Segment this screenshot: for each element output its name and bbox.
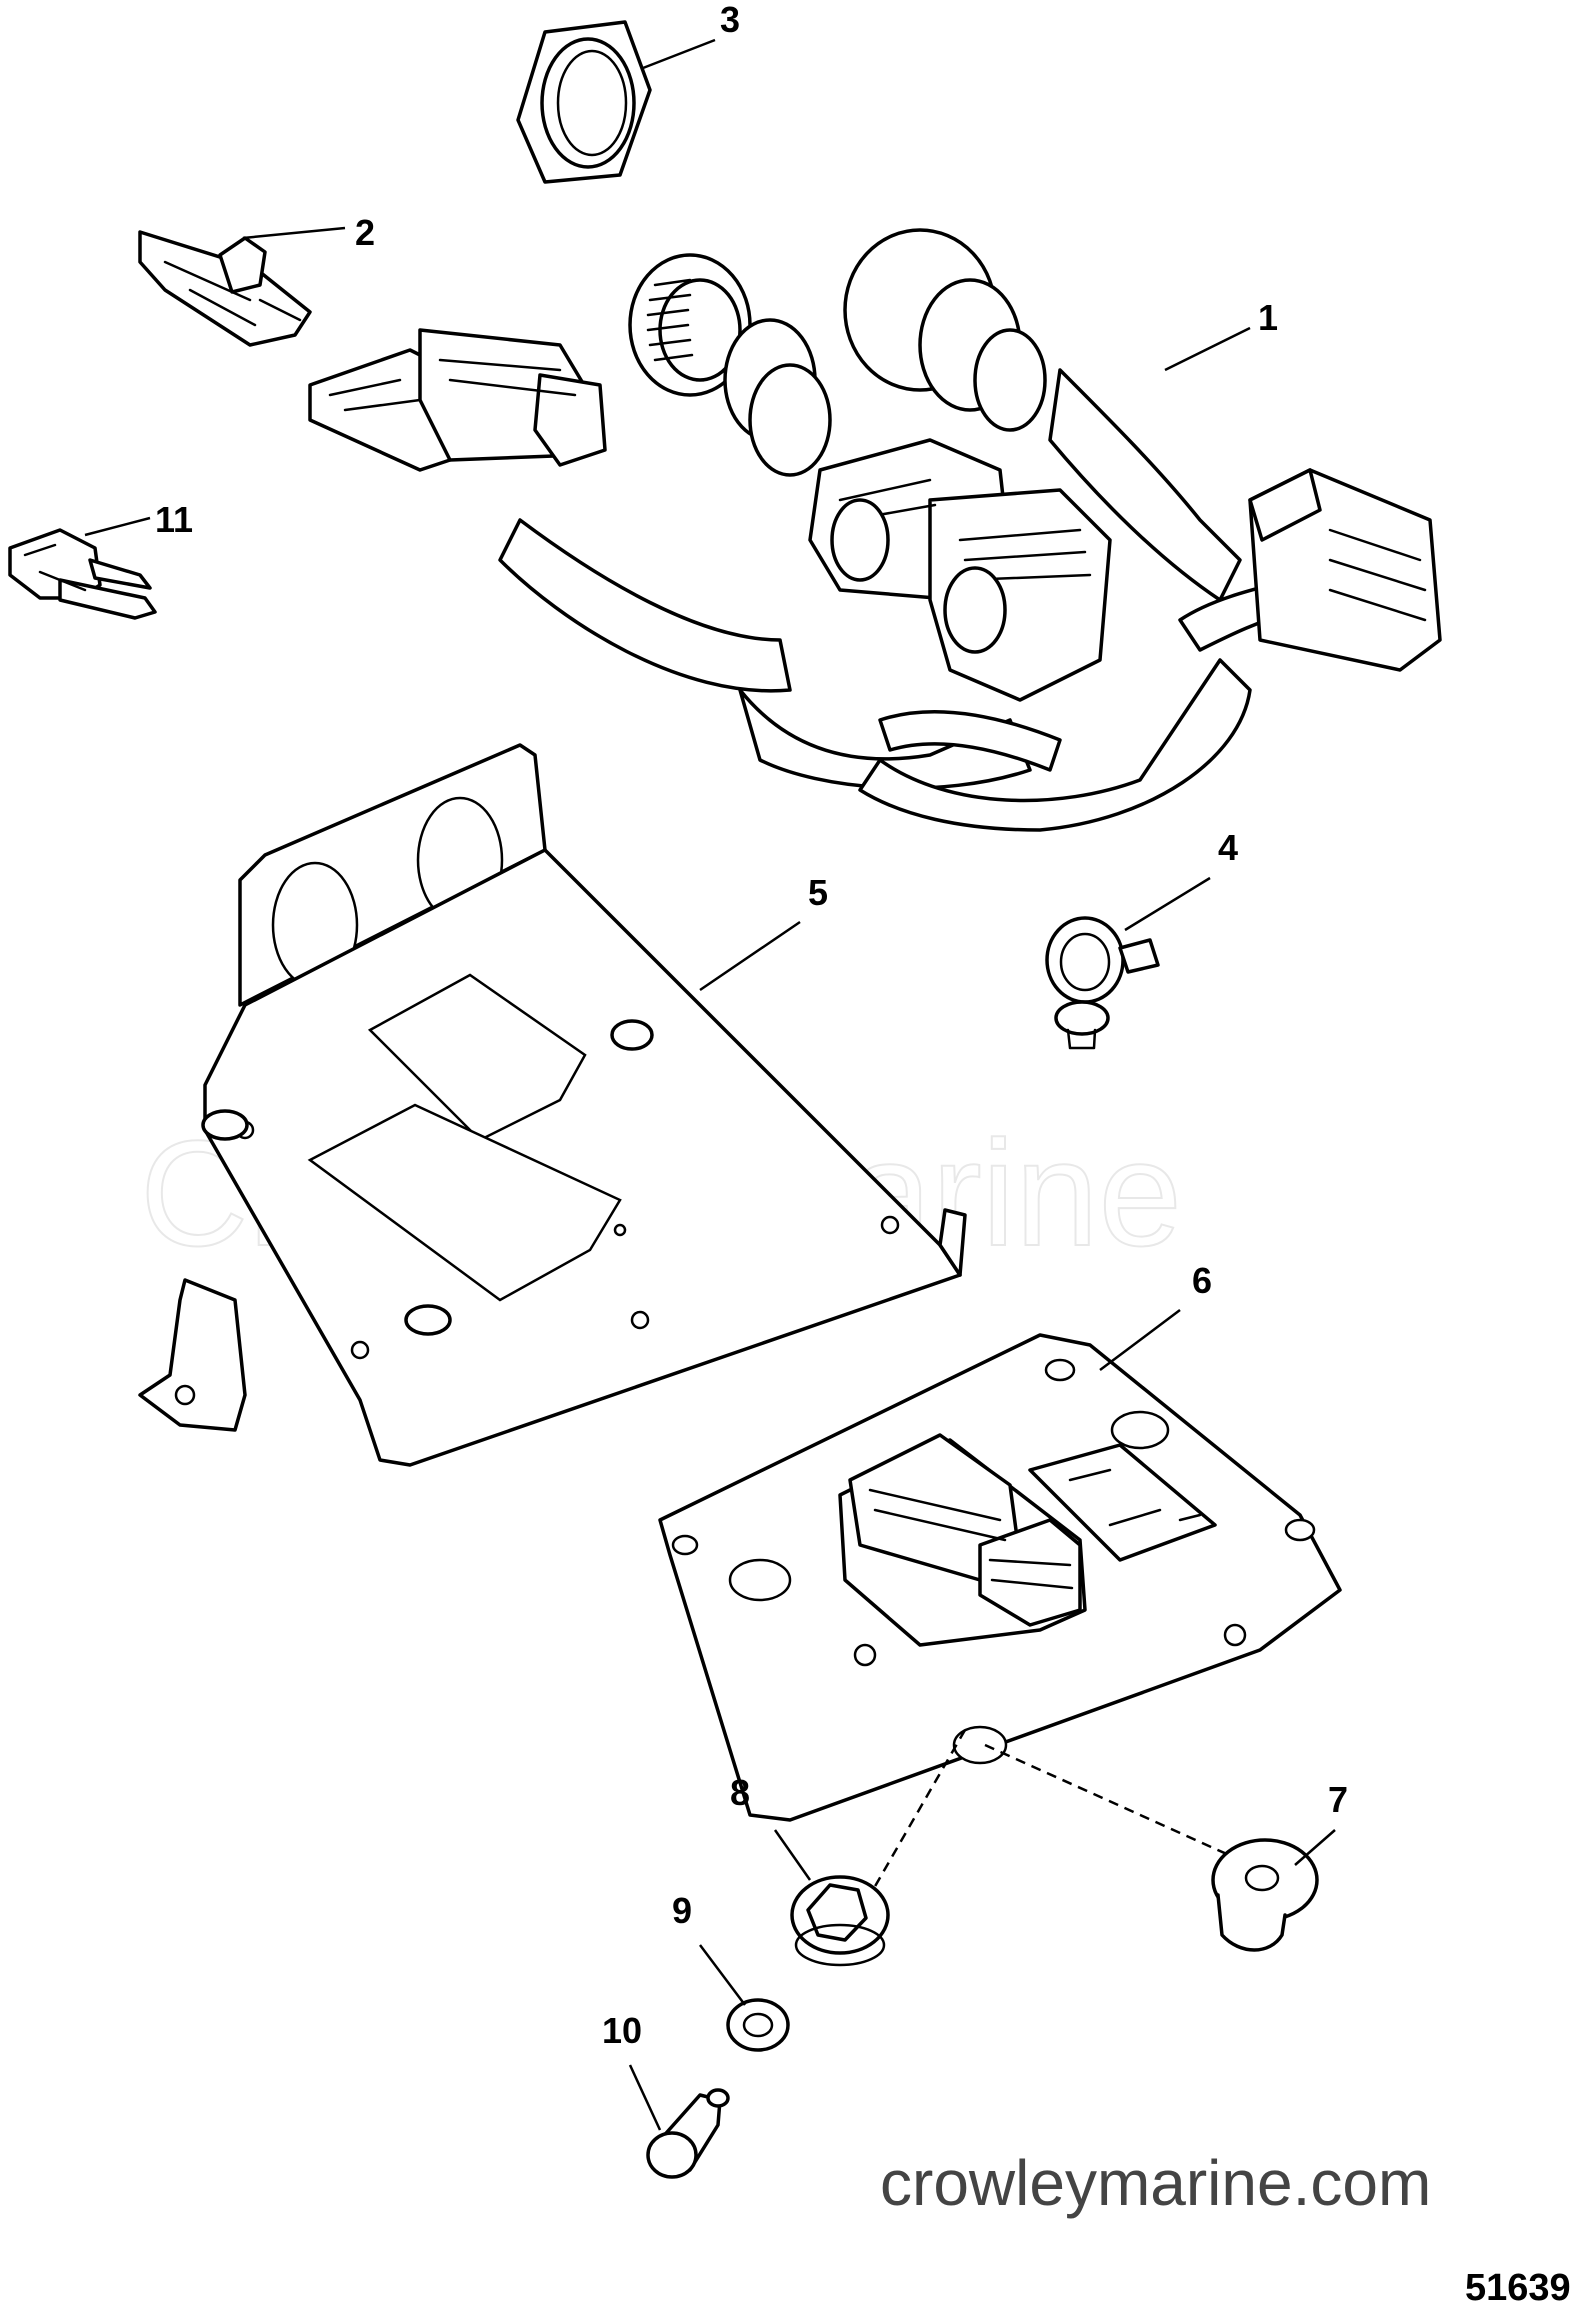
callout-11: 11 (155, 499, 193, 540)
wiring-harness-part (308, 228, 1442, 832)
mounting-bracket-part (138, 743, 967, 1467)
leader-line (699, 1944, 746, 2006)
ecm-module-part (658, 1333, 1342, 1822)
leader-line (242, 226, 346, 240)
screw-part (646, 2088, 730, 2179)
callout-6: 6 (1192, 1260, 1212, 1301)
leader-line (1124, 876, 1211, 932)
callout-3: 3 (720, 0, 740, 40)
leader-line (628, 2064, 662, 2131)
fuse-part (8, 528, 157, 620)
leader-line (773, 1829, 812, 1881)
alignment-line (868, 1729, 967, 1896)
callout-10: 10 (602, 2010, 642, 2051)
callout-7: 7 (1328, 1779, 1348, 1820)
callout-5: 5 (808, 872, 828, 913)
leader-line (642, 38, 716, 70)
footer-url: crowleymarine.com (880, 2147, 1431, 2219)
cable-clamp-part (1045, 916, 1160, 1050)
figure-number: 51639 (1465, 2267, 1571, 2309)
callout-8: 8 (730, 1772, 750, 1813)
hex-nut-part (516, 20, 652, 184)
callout-9: 9 (672, 1890, 692, 1931)
callout-4: 4 (1218, 827, 1238, 868)
leader-line (1099, 1309, 1181, 1371)
connector-clip-part (138, 230, 312, 347)
alignment-line (984, 1743, 1241, 1862)
callout-1: 1 (1258, 297, 1278, 338)
standoff-part (1211, 1838, 1319, 1952)
leader-line (699, 920, 801, 992)
washer-part (726, 1998, 790, 2052)
leader-line (1294, 1829, 1336, 1866)
callout-2: 2 (355, 212, 375, 253)
grommet-part (790, 1875, 890, 1967)
leader-line (84, 516, 151, 537)
leader-line (1164, 326, 1251, 372)
